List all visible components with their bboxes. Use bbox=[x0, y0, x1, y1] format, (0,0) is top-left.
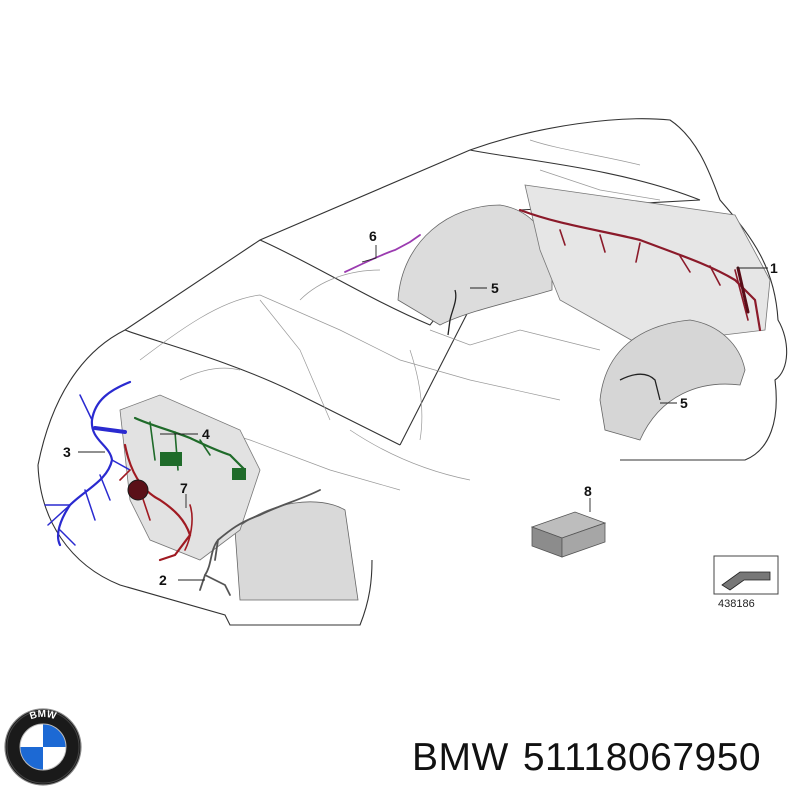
car-body-outline bbox=[37, 118, 788, 626]
callout-6: 6 bbox=[369, 228, 377, 244]
logo-ring-text: BMW bbox=[28, 709, 57, 722]
callout-5-lower: 5 bbox=[680, 395, 688, 411]
callout-8: 8 bbox=[584, 483, 592, 499]
callout-3: 3 bbox=[63, 444, 71, 460]
leader-lines bbox=[78, 245, 768, 581]
brand-name: BMW bbox=[412, 736, 509, 779]
harness-rear-main bbox=[518, 208, 762, 332]
part-number: 51118067950 bbox=[522, 736, 762, 779]
inner-structure bbox=[139, 139, 661, 491]
reference-symbol bbox=[713, 555, 779, 595]
front-wheel-arch bbox=[119, 394, 359, 601]
rear-wheel-arch bbox=[397, 184, 771, 441]
part-8-box bbox=[530, 511, 607, 558]
reference-number: 438186 bbox=[718, 598, 755, 610]
callout-5-upper: 5 bbox=[491, 280, 499, 296]
harness-5-upper bbox=[447, 289, 661, 401]
callout-4: 4 bbox=[202, 426, 210, 442]
harness-6-roof bbox=[344, 234, 421, 273]
harness-7-front-right bbox=[119, 443, 193, 562]
harness-3-front-left bbox=[44, 380, 132, 547]
callout-1: 1 bbox=[770, 260, 778, 276]
harness-1-rear bbox=[518, 208, 762, 332]
part-caption: BMW 51118067950 bbox=[412, 736, 761, 780]
callout-2: 2 bbox=[159, 572, 167, 588]
harness-2-gray bbox=[199, 489, 321, 596]
bmw-logo: BMW bbox=[4, 708, 82, 786]
harness-4-front-center bbox=[133, 416, 247, 480]
callout-7: 7 bbox=[180, 480, 188, 496]
